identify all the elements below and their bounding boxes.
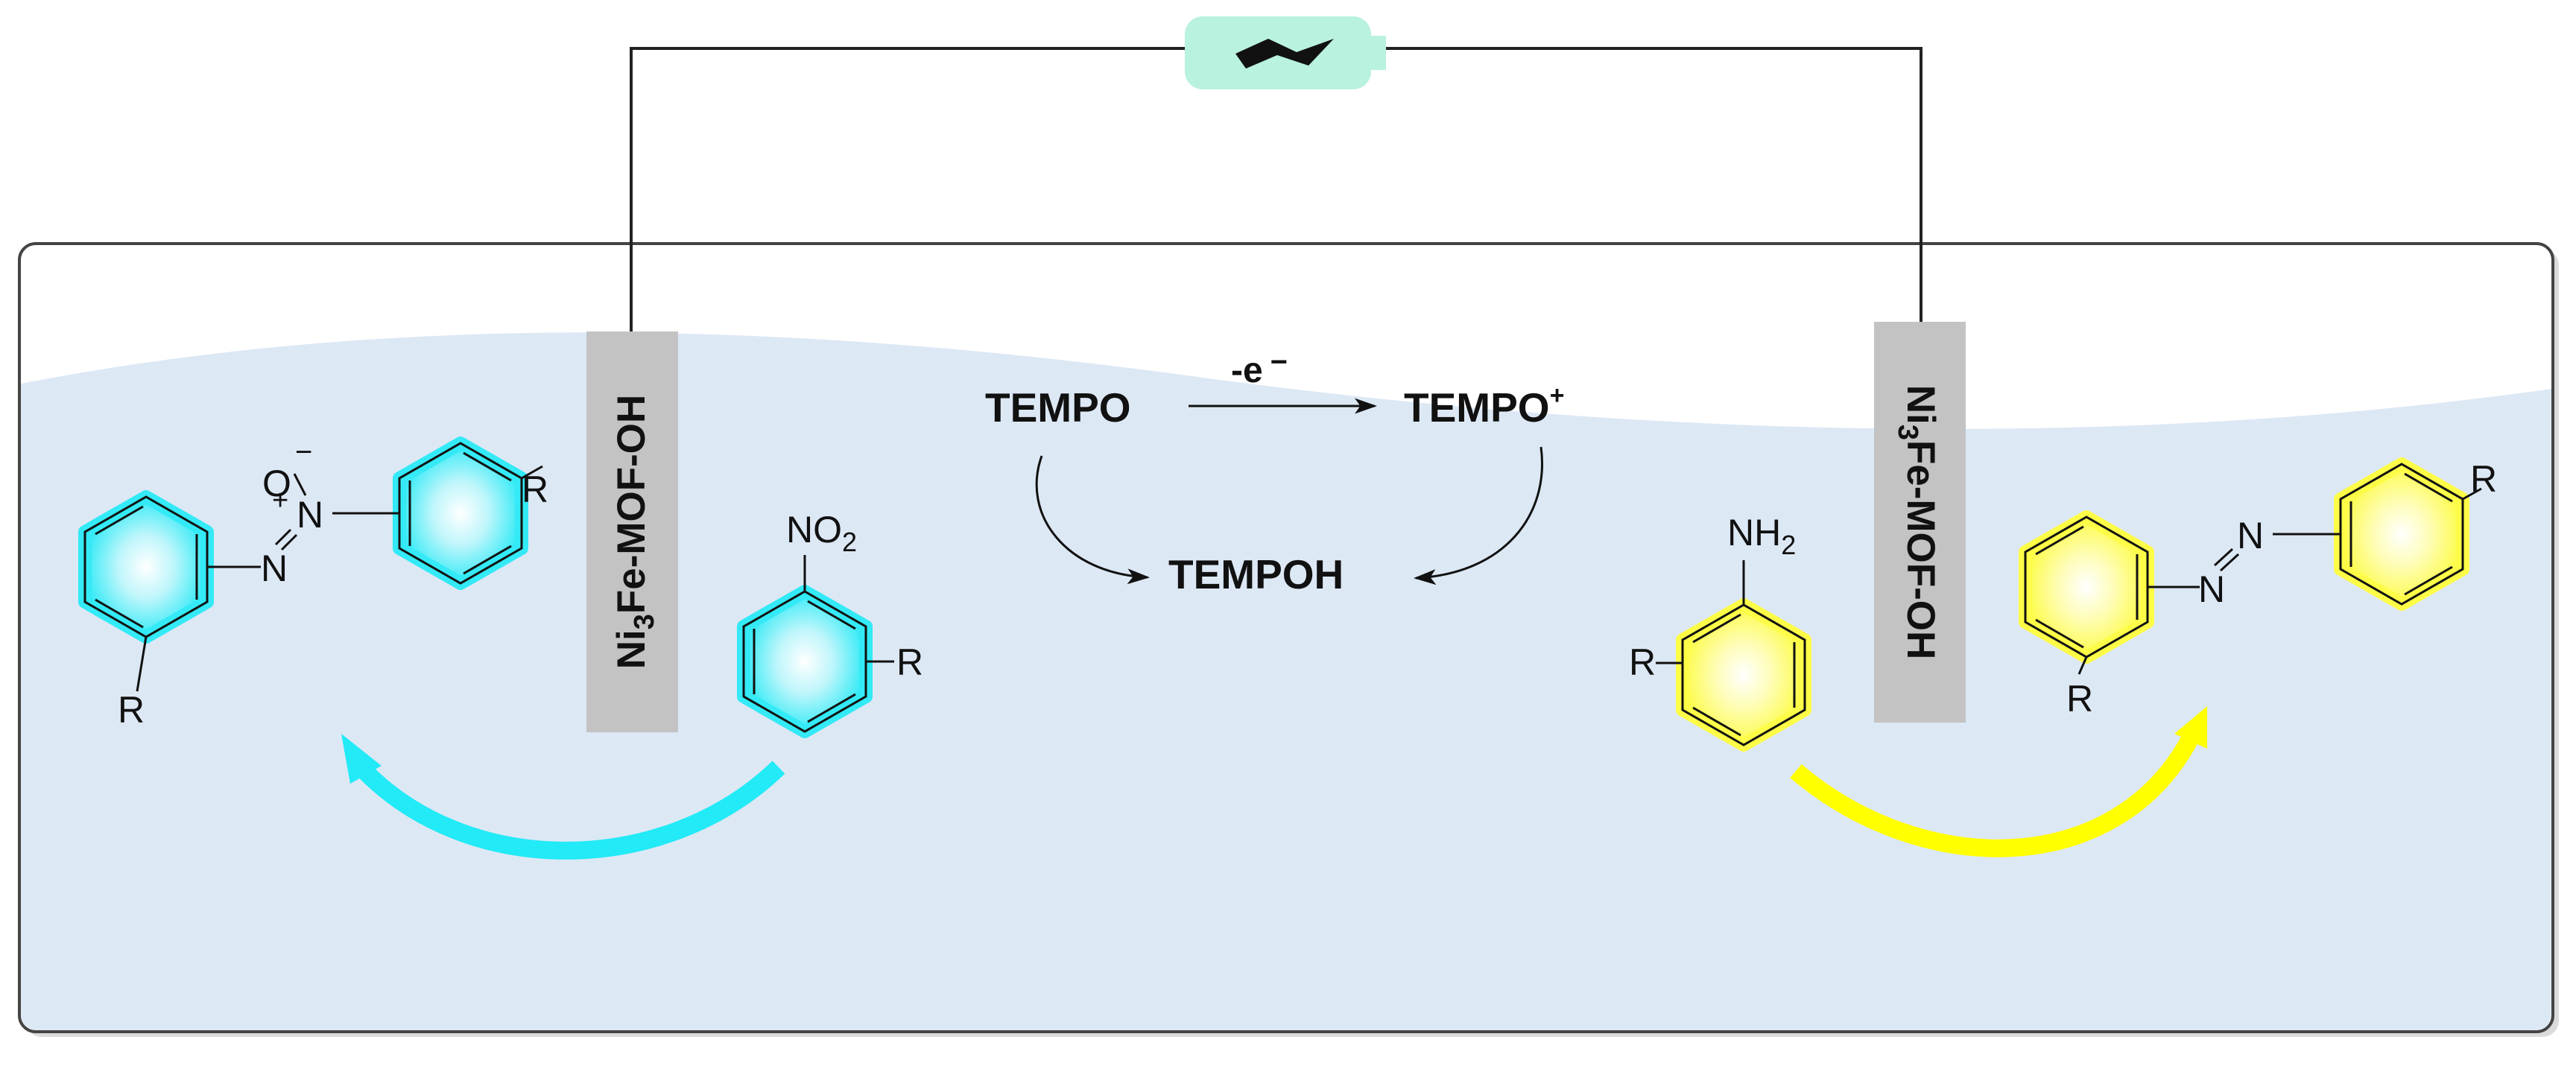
anode-reaction-arrow: [1790, 706, 2207, 857]
azoxy-r-left: R: [118, 689, 145, 731]
aniline-r: R: [1629, 641, 1656, 683]
nitro-group-label: NO2: [786, 509, 857, 557]
nitro-ring-double-2: [807, 600, 856, 630]
azo-r-right: R: [2470, 458, 2497, 500]
power-source: [1185, 16, 1386, 89]
aniline-ring-double-3: [1692, 706, 1741, 737]
aniline-ring-double-2: [1692, 613, 1741, 644]
cathode-arrow-head: [341, 734, 382, 784]
azoxy-n-plus-charge: +: [272, 485, 288, 516]
aniline-molecule: NH2 R: [1629, 512, 1811, 752]
aniline-ring-glow: [1676, 598, 1811, 752]
azo-ring-left-glow: [2019, 510, 2154, 664]
azoxy-bond-ringR-R: [521, 465, 543, 480]
tempo-label: TEMPO: [985, 384, 1131, 431]
azoxybenzene-molecule: N N + O − R R: [78, 436, 548, 731]
cathode-arrow-body: [351, 757, 785, 860]
nitro-ring-glow: [737, 585, 873, 738]
azoxy-ring-right-double-2: [463, 451, 512, 482]
tempo-to-tempoh-arrow: [1035, 455, 1150, 585]
azoxy-o-minus: O: [262, 463, 291, 504]
electrode-left-bar: [586, 331, 678, 732]
electrode-right-bar: [1874, 322, 1966, 723]
amino-group-label: NH2: [1727, 512, 1796, 560]
azoxy-ring-left-double-3: [95, 598, 144, 629]
azoxy-o-charge: −: [295, 436, 312, 469]
azoxy-n-lower: N: [261, 548, 288, 589]
electrode-right: Ni3Fe-MOF-OH: [1874, 322, 1966, 723]
external-wire-right: [1382, 47, 1922, 322]
azo-n-lower: N: [2198, 568, 2225, 610]
azoxy-ring-left-double-2: [95, 505, 144, 536]
electrode-right-label: Ni3Fe-MOF-OH: [1892, 385, 1943, 660]
azo-ring-right-double-3: [2404, 565, 2453, 596]
nitro-r: R: [896, 641, 923, 683]
anode-arrow-body: [1790, 733, 2199, 857]
azo-ring-left-double-3: [2035, 618, 2084, 649]
azo-bond-ringR-R: [2462, 487, 2482, 501]
nitro-ring-double-3: [807, 693, 856, 723]
azo-n-upper: N: [2237, 515, 2264, 556]
tempo-mediator-cycle: TEMPO TEMPO+ TEMPOH -e−: [985, 346, 1564, 597]
external-wire-left: [630, 47, 1189, 331]
azo-ring-right-glow: [2334, 457, 2469, 611]
tempoh-label: TEMPOH: [1168, 551, 1344, 597]
azoxy-bond-ringL-R: [136, 636, 148, 692]
azoxy-n-plus: N: [297, 494, 323, 536]
azo-bond-ringL-R: [2077, 656, 2088, 675]
azoxy-bond-NN-2: [274, 528, 292, 546]
anode-arrow-head: [2174, 706, 2207, 749]
azo-bond-NN-1: [2219, 553, 2240, 572]
tempo-plus-to-tempoh-arrow: [1414, 446, 1543, 586]
azo-ring-right-double-2: [2404, 472, 2453, 503]
azo-r-left: R: [2066, 678, 2093, 720]
electrode-left-label: Ni3Fe-MOF-OH: [610, 395, 660, 670]
azoxy-ring-left-glow: [78, 490, 214, 644]
lightning-bolt-icon: [1235, 39, 1334, 69]
electrolyte-solution: [21, 332, 2551, 1030]
azoxy-bond-NN-1: [280, 533, 298, 551]
azo-ring-left-double-2: [2035, 525, 2084, 556]
azoxy-ring-right-glow: [393, 437, 528, 590]
electrode-left: Ni3Fe-MOF-OH: [586, 331, 678, 732]
azoxy-r-right: R: [522, 469, 548, 510]
aniline-ring: [1681, 603, 1806, 746]
azoxy-ring-right-double-3: [463, 545, 512, 575]
azobenzene-molecule: N N R R: [2019, 457, 2497, 720]
azo-bond-NN-2: [2213, 548, 2234, 567]
tempo-plus-label: TEMPO+: [1404, 381, 1564, 431]
nitro-ring: [742, 590, 867, 733]
electron-loss-label: -e−: [1231, 346, 1288, 390]
cathode-reaction-arrow: [341, 734, 785, 860]
azoxy-bond-N-O: [293, 473, 307, 496]
battery-terminal: [1370, 36, 1386, 70]
nitrobenzene-molecule: NO2 R: [737, 509, 923, 738]
